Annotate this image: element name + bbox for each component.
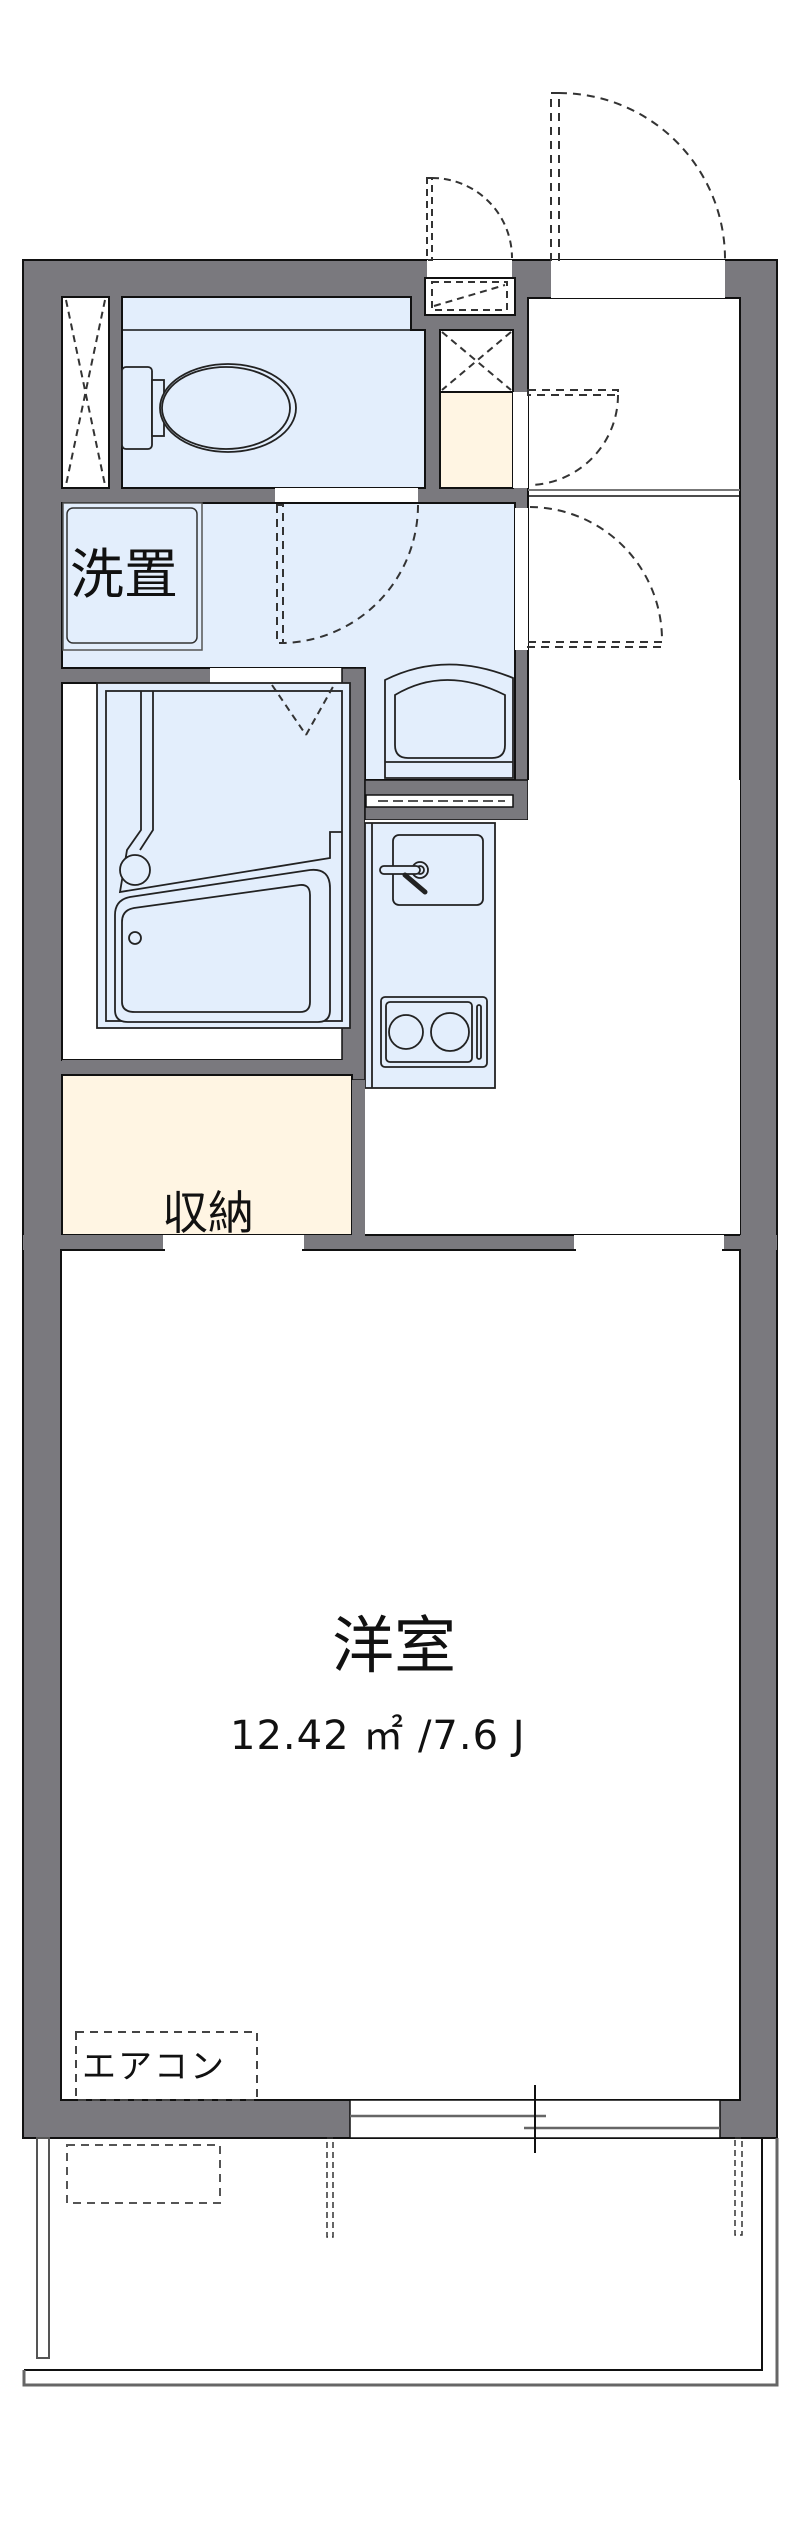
air-conditioner-box	[75, 2031, 258, 2101]
outdoor-unit-box	[66, 2144, 221, 2204]
washbasin-icon	[384, 663, 514, 779]
toilet-icon	[121, 363, 297, 453]
balcony	[22, 2137, 779, 2387]
sink-icon	[379, 834, 484, 906]
shoe-cabinet	[439, 391, 514, 489]
meter-box	[424, 277, 516, 316]
entrance-door-swing	[550, 92, 726, 261]
washer-space-label: 洗置	[70, 543, 178, 606]
pipe-shaft-left	[61, 296, 110, 489]
meter-box-opening	[427, 260, 512, 278]
storage-label: 収納	[162, 1186, 254, 1240]
air-conditioner-label: エアコン	[82, 2047, 226, 2087]
storage-closet	[61, 1074, 353, 1236]
room-name: 洋室	[332, 1609, 457, 1682]
entrance-door-opening	[551, 260, 725, 298]
stove-icon	[380, 996, 488, 1068]
western-room	[60, 1249, 741, 2101]
unit-bath-icon	[96, 682, 351, 1029]
room-area: 12.42 ㎡ /7.6 J	[230, 1713, 526, 1759]
